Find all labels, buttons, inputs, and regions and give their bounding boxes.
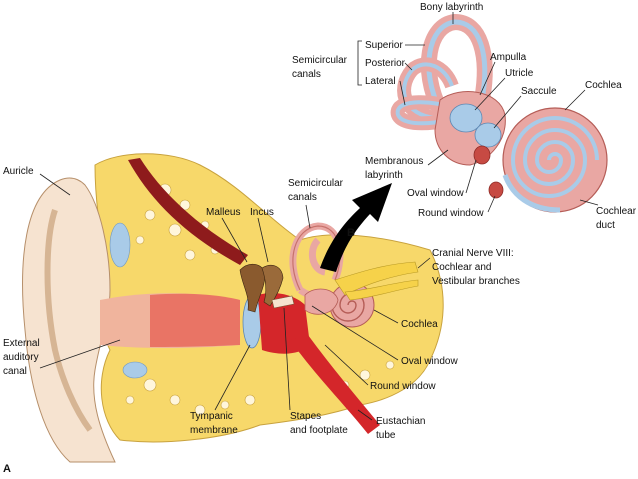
stapes-bone xyxy=(271,295,295,309)
label-lateral: Lateral xyxy=(365,76,396,87)
panel-a-illustration xyxy=(22,153,444,463)
label-membranous-2: labyrinth xyxy=(365,170,403,181)
label-eustachian-1: Eustachian xyxy=(376,416,425,427)
label-superior: Superior xyxy=(365,40,403,51)
magnification-arrow xyxy=(320,183,392,272)
malleus-bone xyxy=(239,263,266,313)
label-semicircular-a-1: Semicircular xyxy=(288,178,344,189)
superior-canal-blue xyxy=(426,19,488,112)
cochlea-large-spiral xyxy=(510,116,599,198)
label-incus: Incus xyxy=(250,207,274,218)
utricle-shape xyxy=(449,103,483,133)
label-round-window-b: Round window xyxy=(418,208,484,219)
label-saccule: Saccule xyxy=(521,86,557,97)
canal-red-gradient xyxy=(150,293,240,347)
label-cranial-2: Cochlear and xyxy=(432,262,491,273)
eustachian-tube xyxy=(290,335,380,434)
label-bony-labyrinth: Bony labyrinth xyxy=(420,2,483,13)
label-cochlear-duct-2: duct xyxy=(596,220,615,231)
vestibule-small xyxy=(304,288,339,315)
oval-window-shape xyxy=(473,145,491,165)
round-window-shape xyxy=(488,181,504,199)
cranial-nerve-branch xyxy=(344,279,419,301)
label-semicircular-b-1: Semicircular xyxy=(292,55,348,66)
label-tympanic-1: Tympanic xyxy=(190,411,233,422)
cranial-nerve-viii xyxy=(334,261,419,296)
panel-tag-a: A xyxy=(3,463,11,475)
label-membranous-1: Membranous xyxy=(365,156,423,167)
cartilage-spot xyxy=(109,222,131,268)
auricle-fold xyxy=(44,209,93,432)
incus-bone xyxy=(261,265,284,307)
cochlear-duct-tail xyxy=(502,174,561,213)
label-posterior: Posterior xyxy=(365,58,406,69)
label-external-3: canal xyxy=(3,366,27,377)
label-eustachian-2: tube xyxy=(376,430,396,441)
ossicles xyxy=(239,263,295,313)
label-external-2: auditory xyxy=(3,352,39,363)
label-auricle: Auricle xyxy=(3,166,34,177)
label-cochlear-duct-1: Cochlear xyxy=(596,206,637,217)
leader-lines xyxy=(39,12,599,421)
label-utricle: Utricle xyxy=(505,68,534,79)
label-oval-window-b: Oval window xyxy=(407,188,464,199)
label-stapes-2: and footplate xyxy=(290,425,348,436)
labels-panel-b: Bony labyrinth Semicircular canals Super… xyxy=(292,2,637,239)
label-cochlea-a: Cochlea xyxy=(401,319,438,330)
label-ampulla: Ampulla xyxy=(490,52,527,63)
label-stapes-1: Stapes xyxy=(290,411,321,422)
panel-tag-b: B xyxy=(347,227,355,239)
label-semicircular-b-2: canals xyxy=(292,69,321,80)
canal-bracket xyxy=(357,40,362,86)
vessel-band xyxy=(128,158,248,265)
label-malleus: Malleus xyxy=(206,207,240,218)
posterior-canal-blue xyxy=(402,62,454,121)
label-oval-window-a: Oval window xyxy=(401,356,458,367)
cartilage-spot-2 xyxy=(122,361,148,379)
label-semicircular-a-2: canals xyxy=(288,192,317,203)
saccule-shape xyxy=(474,122,502,148)
labels-panel-a: Auricle Malleus Incus Semicircular canal… xyxy=(3,166,520,475)
panel-b-illustration xyxy=(390,13,608,213)
label-round-window-a: Round window xyxy=(370,381,436,392)
lateral-canal-blue xyxy=(395,100,456,126)
label-tympanic-2: membrane xyxy=(190,425,238,436)
label-cranial-1: Cranial Nerve VIII: xyxy=(432,248,514,259)
label-cranial-3: Vestibular branches xyxy=(432,276,520,287)
label-external-1: External xyxy=(3,338,40,349)
label-cochlea-b: Cochlea xyxy=(585,80,622,91)
